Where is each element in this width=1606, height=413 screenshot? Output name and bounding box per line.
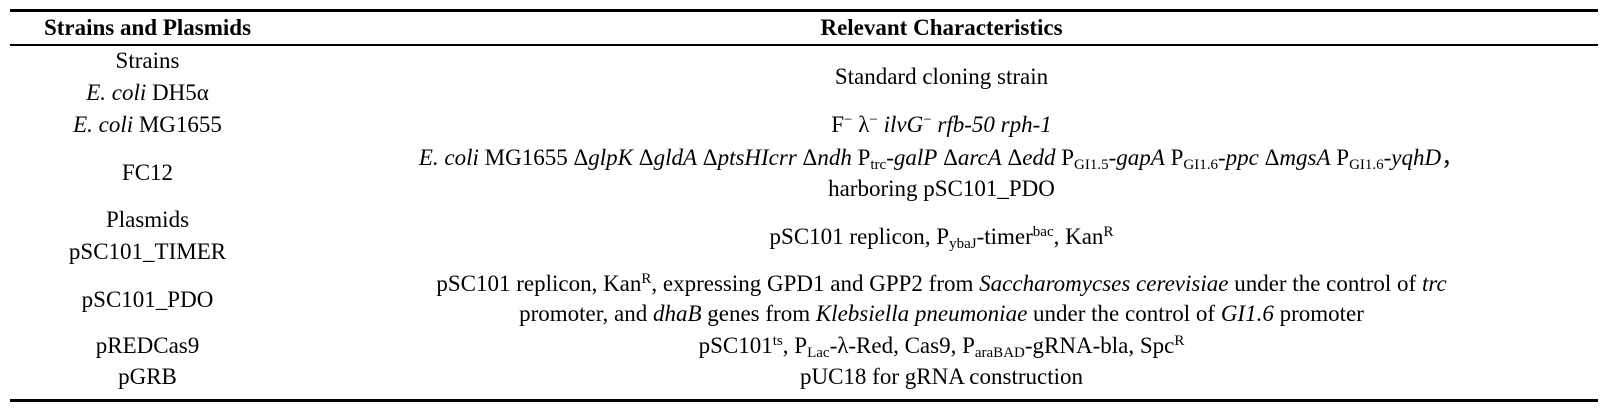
desc-text: Δ <box>796 145 818 170</box>
subscript: araBAD <box>974 345 1025 361</box>
species-name: E. coli <box>86 80 147 105</box>
gene-name: ilvG <box>877 112 924 137</box>
desc-text: genes from <box>701 301 816 326</box>
superscript: − <box>844 112 853 128</box>
desc-mg1655: F− λ− ilvG− rfb-50 rph-1 <box>285 109 1598 141</box>
superscript: − <box>869 112 878 128</box>
desc-text: P <box>851 145 871 170</box>
gene-name: ndh <box>817 145 852 170</box>
gene-name: -ppc <box>1217 145 1259 170</box>
superscript: R <box>641 271 652 287</box>
desc-fc12-line1: E. coli MG1655 ΔglpK ΔgldA ΔptsHIcrr Δnd… <box>285 142 1598 174</box>
desc-text: under the control of <box>1228 271 1422 296</box>
desc-text: λ <box>852 112 870 137</box>
desc-text: Δ <box>937 145 958 170</box>
subscript: Lac <box>807 345 830 361</box>
species-name: Klebsiella pneumoniae <box>815 301 1028 326</box>
table-top-rule <box>10 9 1598 12</box>
desc-text: P <box>1330 145 1350 170</box>
gene-name: rfb-50 rph-1 <box>931 112 1052 137</box>
species-name: E. coli <box>418 145 479 170</box>
strain-dh5a: E. coli DH5α <box>10 77 285 109</box>
desc-text: P <box>1055 145 1075 170</box>
promoter-name: GI1.6 <box>1220 301 1274 326</box>
desc-text: Δ <box>1001 145 1023 170</box>
species-name: Saccharomycses cerevisiae <box>979 271 1229 296</box>
gene-name: mgsA <box>1279 145 1331 170</box>
desc-text: ， <box>1441 145 1465 170</box>
species-name: E. coli <box>73 112 134 137</box>
desc-pdo-line1: pSC101 replicon, KanR, expressing GPD1 a… <box>285 268 1598 300</box>
desc-text: P <box>1164 145 1184 170</box>
desc-text: , P <box>782 333 808 358</box>
desc-text: , expressing GPD1 and GPP2 from <box>651 271 980 296</box>
desc-text: Δ <box>697 145 718 170</box>
desc-text: pSC101 <box>698 333 773 358</box>
desc-timer: pSC101 replicon, PybaJ-timerbac, KanR <box>285 221 1598 253</box>
subscript: ybaJ <box>949 236 977 252</box>
desc-text: -gRNA-bla, Spc <box>1024 333 1175 358</box>
header-strains-and-plasmids: Strains and Plasmids <box>43 15 252 40</box>
subscript: GI1.6 <box>1183 157 1218 173</box>
desc-pdo-line2: promoter, and dhaB genes from Klebsiella… <box>285 298 1598 330</box>
subscript: GI1.6 <box>1349 157 1384 173</box>
desc-fc12-line2: harboring pSC101_PDO <box>828 176 1055 201</box>
table-bottom-rule <box>10 399 1598 402</box>
gene-name: -gapA <box>1108 145 1165 170</box>
gene-name: ptsHIcrr <box>717 145 797 170</box>
gene-name: edd <box>1022 145 1056 170</box>
superscript: bac <box>1032 224 1054 240</box>
plasmids-heading: Plasmids <box>105 207 190 232</box>
desc-redcas9: pSC101ts, PLac-λ-Red, Cas9, ParaBAD-gRNA… <box>285 330 1598 362</box>
header-relevant-characteristics: Relevant Characteristics <box>820 15 1063 40</box>
strains-heading: Strains <box>115 48 180 73</box>
subscript: GI1.5 <box>1074 157 1109 173</box>
desc-text: -timer <box>976 224 1033 249</box>
plasmid-timer: pSC101_TIMER <box>68 239 227 264</box>
plasmid-redcas9: pREDCas9 <box>95 333 200 358</box>
superscript: R <box>1174 333 1185 349</box>
desc-text: Δ <box>1258 145 1280 170</box>
desc-dh5a: Standard cloning strain <box>834 64 1049 89</box>
gene-name: -galP <box>886 145 938 170</box>
superscript: R <box>1103 224 1114 240</box>
gene-name: glpK <box>588 145 634 170</box>
gene-name: -yqhD <box>1383 145 1442 170</box>
strain-mg1655: E. coli MG1655 <box>10 109 285 141</box>
desc-text: under the control of <box>1027 301 1221 326</box>
desc-text: MG1655 Δ <box>478 145 589 170</box>
superscript: − <box>923 112 932 128</box>
promoter-name: trc <box>1421 271 1447 296</box>
gene-name: dhaB <box>652 301 702 326</box>
desc-text: F <box>831 112 844 137</box>
desc-text: , Kan <box>1053 224 1104 249</box>
gene-name: gldA <box>653 145 698 170</box>
desc-text: -λ-Red, Cas9, P <box>829 333 975 358</box>
desc-text: promoter, and <box>519 301 653 326</box>
desc-text: pSC101 replicon, Kan <box>436 271 642 296</box>
desc-text: pSC101 replicon, P <box>769 224 950 249</box>
desc-pgrb: pUC18 for gRNA construction <box>799 364 1083 389</box>
strain-name: MG1655 <box>133 112 222 137</box>
desc-text: Δ <box>633 145 654 170</box>
desc-text: promoter <box>1273 301 1364 326</box>
subscript: trc <box>870 157 887 173</box>
plasmid-pdo: pSC101_PDO <box>81 287 214 312</box>
table-header-rule <box>10 44 1598 46</box>
gene-name: arcA <box>957 145 1002 170</box>
strain-fc12: FC12 <box>121 160 174 185</box>
plasmid-pgrb: pGRB <box>118 364 177 389</box>
strain-name: DH5α <box>146 80 209 105</box>
superscript: ts <box>772 333 783 349</box>
